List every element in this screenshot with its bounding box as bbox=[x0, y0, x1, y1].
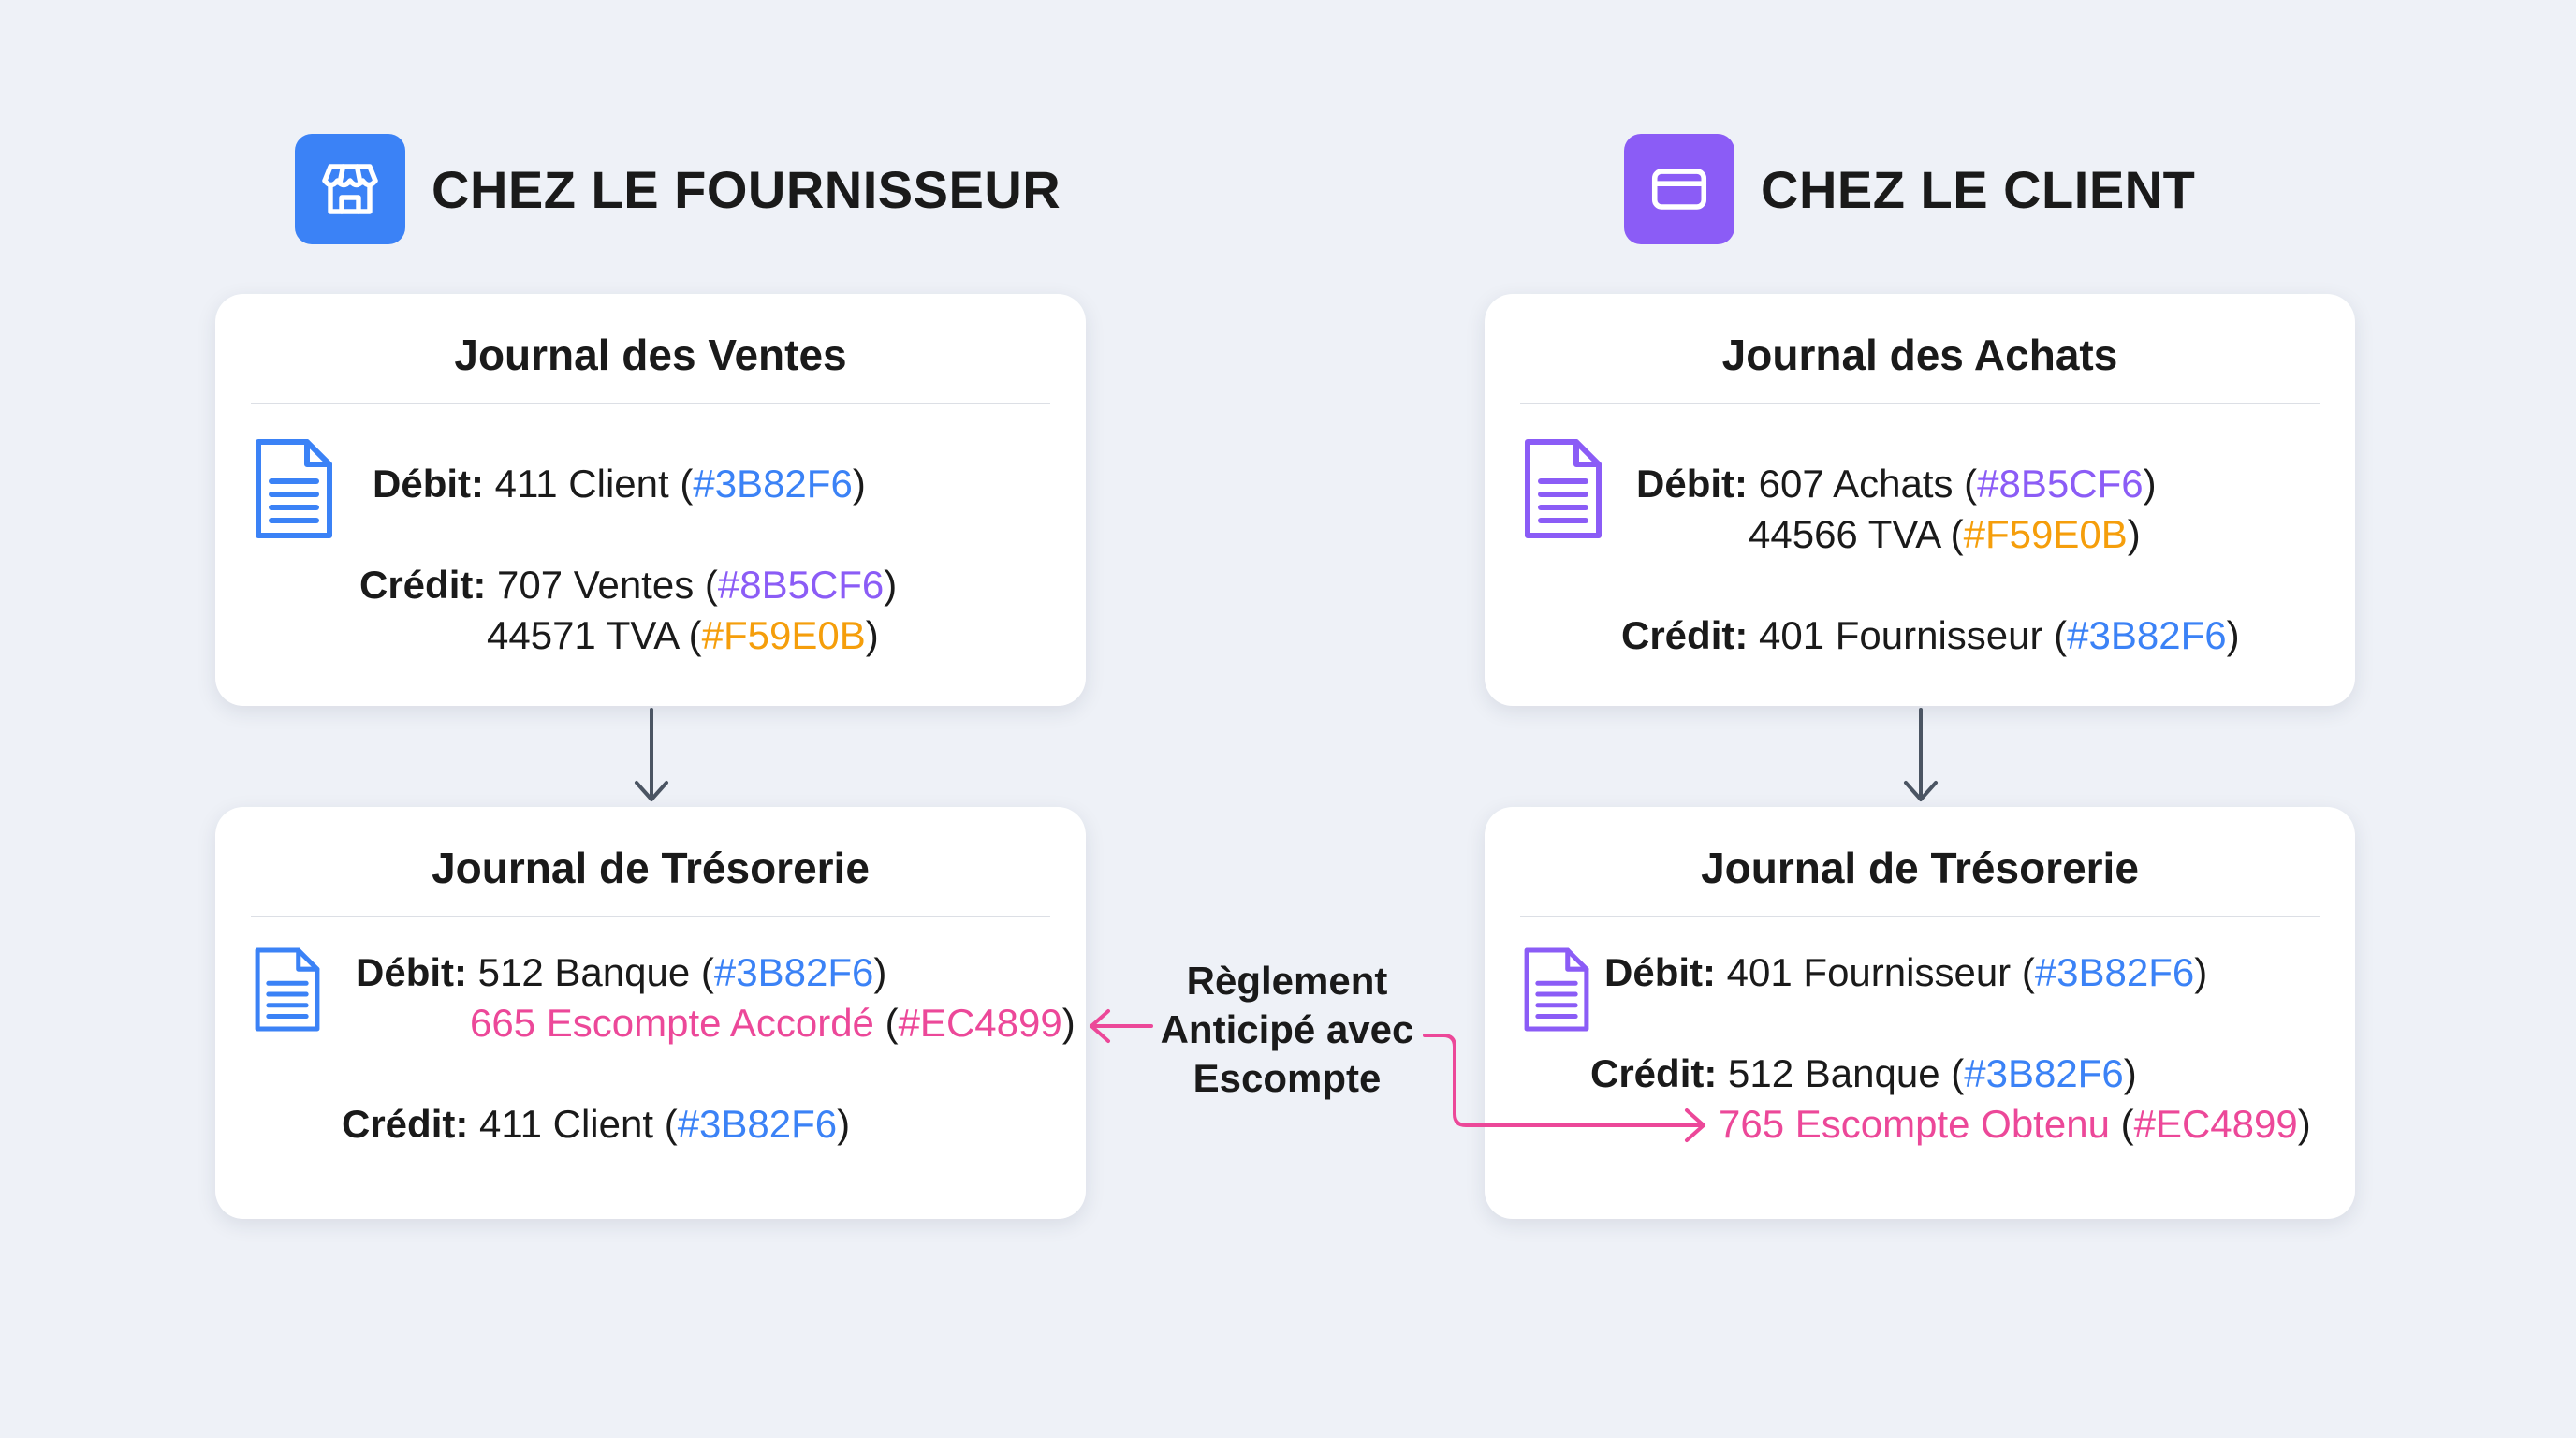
credit-card-icon bbox=[1624, 134, 1734, 244]
card-title: Journal des Achats bbox=[1721, 330, 2118, 379]
credit-account: 512 Banque bbox=[1728, 1051, 1940, 1095]
supplier-header: CHEZ LE FOURNISSEUR bbox=[295, 133, 1061, 245]
document-icon bbox=[256, 439, 332, 538]
arrow-down-supplier bbox=[635, 708, 668, 801]
credit-account: 707 Ventes bbox=[497, 563, 695, 607]
divider bbox=[251, 916, 1050, 917]
credit-account: 401 Fournisseur bbox=[1759, 613, 2043, 657]
color-code: #3B82F6 bbox=[693, 462, 853, 506]
flow-label-line: Règlement bbox=[1186, 959, 1388, 1003]
debit-entry: Débit: 401 Fournisseur (#3B82F6) bbox=[1604, 950, 2208, 994]
debit-account: 607 Achats bbox=[1758, 462, 1954, 506]
color-code: #3B82F6 bbox=[677, 1102, 838, 1146]
color-code: #EC4899 bbox=[2133, 1102, 2298, 1146]
color-code: #F59E0B bbox=[1963, 512, 2128, 556]
client-header: CHEZ LE CLIENT bbox=[1624, 133, 2195, 245]
color-code: #3B82F6 bbox=[1964, 1051, 2124, 1095]
debit-account: 411 Client bbox=[494, 462, 669, 506]
credit-entry: Crédit: 512 Banque (#3B82F6) bbox=[1590, 1051, 2137, 1095]
supplier-title: CHEZ LE FOURNISSEUR bbox=[432, 159, 1061, 219]
debit-account: 665 Escompte Accordé bbox=[470, 1001, 874, 1045]
supplier-sales-journal-card: Journal des Ventes Débit: 411 Client (#3… bbox=[215, 294, 1086, 706]
credit-account: 411 Client bbox=[479, 1102, 654, 1146]
credit-entry: Crédit: 411 Client (#3B82F6) bbox=[342, 1102, 851, 1146]
debit-label: Débit: bbox=[356, 950, 467, 994]
debit-entry-line: 44566 TVA (#F59E0B) bbox=[1749, 512, 2141, 556]
divider bbox=[251, 403, 1050, 404]
credit-entry-line: 765 Escompte Obtenu (#EC4899) bbox=[1719, 1102, 2311, 1146]
color-code: #EC4899 bbox=[898, 1001, 1062, 1045]
store-icon bbox=[295, 134, 405, 244]
credit-label: Crédit: bbox=[342, 1102, 469, 1146]
supplier-treasury-journal-card: Journal de Trésorerie Débit: 512 Banque … bbox=[215, 807, 1086, 1219]
credit-label: Crédit: bbox=[1621, 613, 1749, 657]
debit-entry: Débit: 512 Banque (#3B82F6) bbox=[356, 950, 887, 994]
credit-label: Crédit: bbox=[359, 563, 487, 607]
color-code: #8B5CF6 bbox=[1977, 462, 2144, 506]
debit-label: Débit: bbox=[1604, 950, 1716, 994]
color-code: #F59E0B bbox=[701, 613, 866, 657]
arrow-to-client-discount bbox=[1423, 1034, 1705, 1142]
document-icon bbox=[1525, 439, 1602, 538]
debit-account: 512 Banque bbox=[477, 950, 691, 994]
debit-label: Débit: bbox=[1636, 462, 1748, 506]
credit-account: 44571 TVA bbox=[487, 613, 678, 657]
debit-entry-line: 665 Escompte Accordé (#EC4899) bbox=[470, 1001, 1076, 1045]
debit-entry: Débit: 411 Client (#3B82F6) bbox=[373, 462, 866, 506]
color-code: #8B5CF6 bbox=[717, 563, 885, 607]
card-title: Journal de Trésorerie bbox=[432, 844, 870, 892]
credit-label: Crédit: bbox=[1590, 1051, 1718, 1095]
client-title: CHEZ LE CLIENT bbox=[1761, 159, 2196, 219]
document-icon bbox=[255, 947, 320, 1032]
card-title: Journal de Trésorerie bbox=[1701, 844, 2139, 892]
credit-account: 765 Escompte Obtenu bbox=[1719, 1102, 2110, 1146]
flow-label-line: Escompte bbox=[1193, 1056, 1382, 1100]
credit-entry: Crédit: 401 Fournisseur (#3B82F6) bbox=[1621, 613, 2240, 657]
card-title: Journal des Ventes bbox=[454, 330, 847, 379]
client-treasury-journal-card: Journal de Trésorerie Débit: 401 Fournis… bbox=[1485, 807, 2355, 1219]
credit-entry: Crédit: 707 Ventes (#8B5CF6) bbox=[359, 563, 898, 607]
arrow-to-supplier-discount bbox=[1090, 1009, 1153, 1043]
document-icon bbox=[1524, 947, 1589, 1032]
client-purchases-journal-card: Journal des Achats Débit: 607 Achats (#8… bbox=[1485, 294, 2355, 706]
color-code: #3B82F6 bbox=[2034, 950, 2195, 994]
color-code: #3B82F6 bbox=[2067, 613, 2227, 657]
color-code: #3B82F6 bbox=[713, 950, 874, 994]
divider bbox=[1520, 916, 2320, 917]
flow-label: Règlement Anticipé avec Escompte bbox=[1142, 957, 1432, 1103]
debit-label: Débit: bbox=[373, 462, 484, 506]
debit-account: 44566 TVA bbox=[1749, 512, 1939, 556]
credit-entry-line: 44571 TVA (#F59E0B) bbox=[487, 613, 879, 657]
debit-entry: Débit: 607 Achats (#8B5CF6) bbox=[1636, 462, 2157, 506]
flow-label-line: Anticipé avec bbox=[1160, 1007, 1414, 1051]
divider bbox=[1520, 403, 2320, 404]
arrow-down-client bbox=[1904, 708, 1938, 801]
debit-account: 401 Fournisseur bbox=[1726, 950, 2012, 994]
